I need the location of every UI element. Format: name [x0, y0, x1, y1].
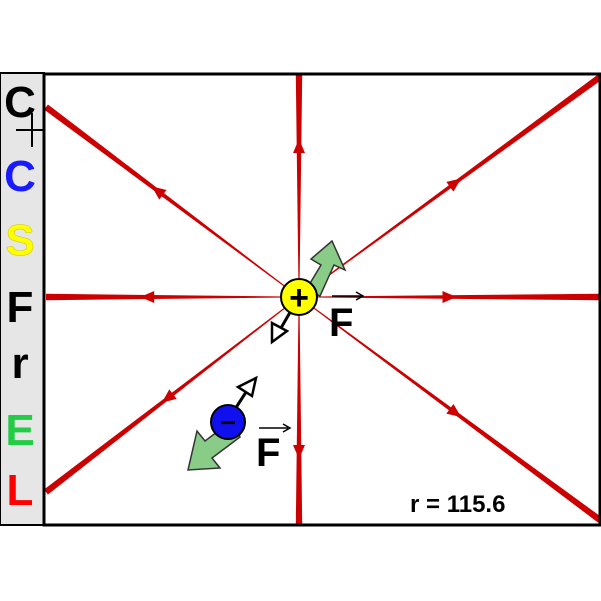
toolbar-button-r[interactable]: r	[11, 339, 28, 388]
field-arrow-icon	[293, 445, 305, 460]
distance-readout: r = 115.6	[410, 491, 505, 518]
negative-vector-head	[282, 423, 292, 433]
toolbar-button-s[interactable]: S	[5, 216, 35, 266]
positive-charge-group[interactable]: + F	[270, 239, 365, 345]
field-arrow-icon	[442, 291, 457, 303]
toolbar-button-c[interactable]: C	[4, 152, 36, 201]
positive-force-head-icon	[270, 320, 290, 345]
toolbar-button-l[interactable]: L	[7, 466, 34, 515]
field-line	[295, 297, 303, 525]
field-line	[45, 104, 300, 298]
positive-force-label: F	[329, 301, 353, 345]
field-arrow-icon	[140, 291, 155, 303]
negative-force-label: F	[256, 431, 280, 475]
toolbar-button-c-plus[interactable]: C	[4, 78, 36, 127]
toolbar-button-e[interactable]: E	[5, 406, 34, 455]
negative-charge-sign: −	[220, 407, 236, 438]
negative-charge[interactable]	[210, 404, 246, 440]
positive-charge-sign: +	[289, 279, 309, 317]
field-lines	[45, 75, 600, 525]
field-arrow-icon	[161, 389, 177, 403]
toolbar-button-f[interactable]: F	[7, 283, 34, 332]
positive-force-arrow-icon	[304, 239, 347, 297]
field-arrow-icon	[446, 178, 462, 192]
field-line	[298, 75, 600, 298]
field-line	[46, 293, 299, 301]
positive-vector-head	[355, 291, 365, 301]
negative-force-head-icon	[235, 375, 258, 399]
field-arrow-icon	[446, 403, 462, 418]
plus-icon	[16, 113, 46, 147]
negative-charge-group[interactable]: − F	[187, 375, 292, 475]
field-arrow-icon	[293, 139, 305, 154]
field-arrow-icon	[151, 186, 167, 200]
field-line	[295, 75, 303, 297]
field-area[interactable]	[42, 72, 601, 527]
positive-charge[interactable]	[280, 278, 318, 316]
field-frame	[42, 72, 601, 527]
